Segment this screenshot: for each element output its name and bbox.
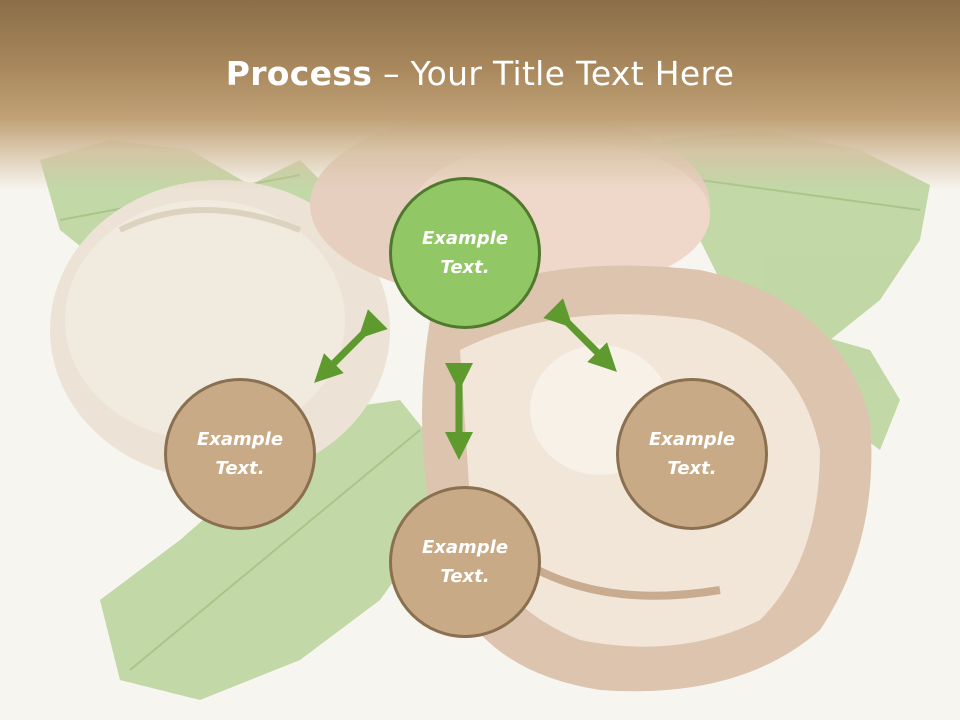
process-node-left-label: Example Text. [196, 429, 284, 479]
title-bold: Process [225, 54, 373, 93]
title-separator: – [372, 54, 411, 93]
arrow-center-left [314, 309, 388, 383]
process-node-bottom-label: Example Text. [421, 537, 509, 587]
title-banner [0, 0, 960, 190]
process-node-center: Example Text. [389, 177, 541, 329]
process-node-bottom: Example Text. [389, 486, 541, 638]
process-node-right: Example Text. [616, 378, 768, 530]
slide-title: Process – Your Title Text Here [0, 52, 960, 96]
title-rest: Your Title Text Here [410, 54, 735, 93]
arrow-center-right [543, 298, 617, 372]
process-node-right-label: Example Text. [648, 429, 736, 479]
process-node-left: Example Text. [164, 378, 316, 530]
process-node-center-label: Example Text. [421, 228, 509, 278]
